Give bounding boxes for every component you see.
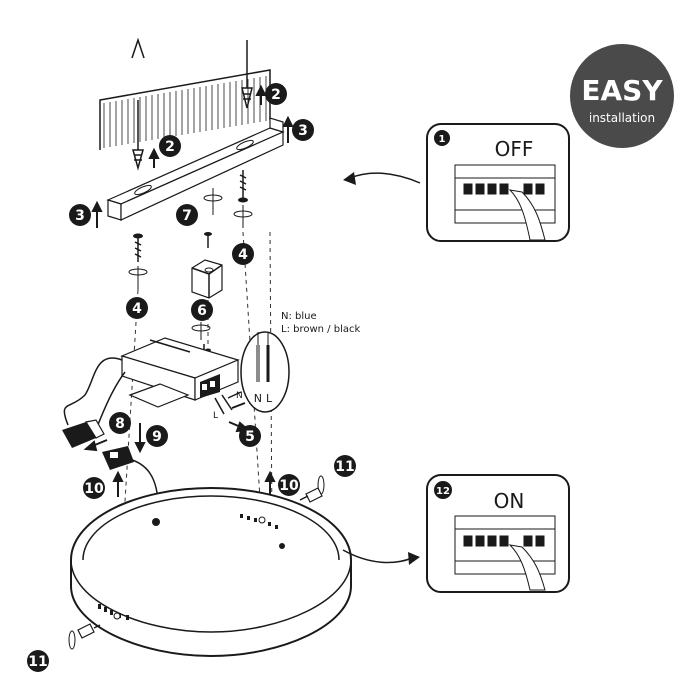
badge-title: EASY — [581, 74, 663, 107]
step-number: 11 — [28, 654, 47, 670]
terminal-l-small: L — [213, 411, 218, 421]
ring-vent-holes-back — [240, 514, 278, 529]
step-marker-s2b: 2 — [265, 83, 287, 105]
panel-on-step: 12 — [436, 486, 450, 497]
step-number: 2 — [165, 139, 175, 155]
panel-off-step: 1 — [439, 134, 446, 145]
connector-plug — [62, 419, 134, 470]
arrow-to-off — [349, 172, 421, 184]
screw-right — [238, 170, 248, 203]
cable-clamp — [191, 259, 223, 299]
ring-screw-left — [77, 623, 101, 639]
terminal-l-label: L — [266, 392, 273, 405]
breaker-panel-on — [454, 515, 556, 591]
step-marker-s2a: 2 — [159, 135, 181, 157]
step-marker-s10b: 10 — [278, 474, 300, 496]
badge-circle — [570, 44, 674, 148]
wiring-note-line1: N: blue — [281, 311, 317, 322]
panel-off: 1 OFF — [426, 123, 570, 242]
step-marker-s7: 7 — [176, 204, 198, 226]
step-markers: 2 2 3 3 7 4 4 6 8 9 5 10 10 11 11 — [27, 83, 356, 672]
panel-on-label: ON — [494, 489, 525, 513]
round-ceiling-lamp — [70, 487, 352, 658]
screw-left — [133, 233, 143, 262]
step-number: 2 — [271, 87, 281, 103]
step-marker-s6: 6 — [191, 299, 213, 321]
step-number: 6 — [197, 303, 207, 319]
step-number: 3 — [298, 123, 308, 139]
step-number: 4 — [238, 247, 248, 263]
driver-tape — [128, 383, 190, 408]
mounting-bracket — [106, 117, 285, 221]
terminal-n-small: N — [236, 391, 243, 401]
wiring-detail: N L N L — [213, 331, 290, 421]
step-number: 5 — [245, 429, 255, 445]
badge-subtitle: installation — [589, 111, 655, 125]
wall-plug-right — [241, 40, 253, 109]
panel-off-label: OFF — [495, 137, 534, 161]
step-number: 4 — [132, 301, 142, 317]
drill-hole-left — [131, 37, 145, 59]
wall-plug-left — [132, 100, 144, 171]
step-marker-s9: 9 — [146, 425, 168, 447]
ceiling-surface — [99, 69, 271, 150]
step-number: 10 — [84, 481, 104, 497]
step-number: 7 — [182, 208, 192, 224]
ring-screw-right — [299, 487, 323, 503]
direction-arrows — [83, 84, 294, 497]
step-number: 8 — [115, 416, 125, 432]
step-marker-s8: 8 — [109, 412, 131, 434]
step-marker-s10a: 10 — [83, 477, 105, 499]
arrow-to-on — [342, 549, 413, 564]
step-marker-s4a: 4 — [126, 297, 148, 319]
step-marker-s4b: 4 — [232, 243, 254, 265]
step-number: 10 — [279, 478, 299, 494]
step-number: 11 — [335, 459, 354, 475]
step-number: 9 — [152, 429, 162, 445]
easy-installation-badge: EASY installation — [570, 44, 674, 148]
step-marker-s3a: 3 — [69, 204, 91, 226]
terminal-n-label: N — [254, 392, 262, 405]
step-marker-s11a: 11 — [334, 455, 356, 477]
breaker-panel-off — [454, 164, 556, 241]
step-marker-s11b: 11 — [27, 650, 49, 672]
panel-on: 12 ON — [426, 474, 570, 593]
led-driver — [120, 337, 240, 401]
step-marker-s5: 5 — [239, 425, 261, 447]
step-marker-s3b: 3 — [292, 119, 314, 141]
step-number: 3 — [75, 208, 85, 224]
wiring-note-line2: L: brown / black — [281, 324, 360, 335]
